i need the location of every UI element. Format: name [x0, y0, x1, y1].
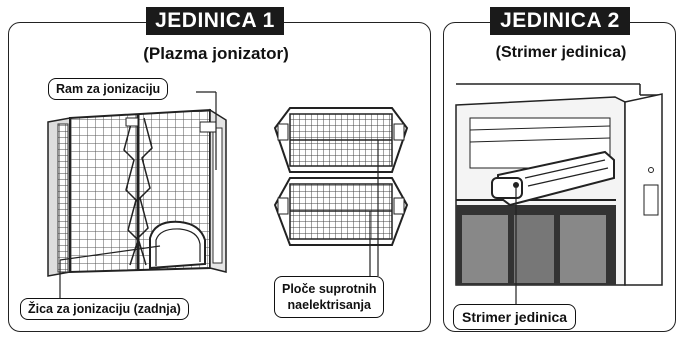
unit2-title: JEDINICA 2 — [490, 7, 630, 35]
unit1-subtitle: (Plazma jonizator) — [143, 44, 289, 63]
unit1-title: JEDINICA 1 — [146, 7, 284, 35]
plates-label-line1: Ploče suprotnih — [282, 282, 377, 296]
counter-electrode-plates-label: Ploče suprotnih naelektrisanja — [274, 276, 385, 318]
counter-electrode-plates-illustration — [273, 107, 409, 276]
ionizing-frame-illustration — [47, 91, 227, 300]
unit2-subtitle: (Strimer jedinica) — [495, 44, 627, 61]
plates-label-line2: naelektrisanja — [287, 298, 371, 312]
streamer-unit-illustration — [455, 80, 663, 305]
ionizing-wire-label: Žica za jonizaciju (zadnja) — [20, 298, 189, 320]
ionizing-frame-label: Ram za jonizaciju — [48, 78, 169, 100]
streamer-unit-label: Strimer jedinica — [453, 304, 577, 330]
